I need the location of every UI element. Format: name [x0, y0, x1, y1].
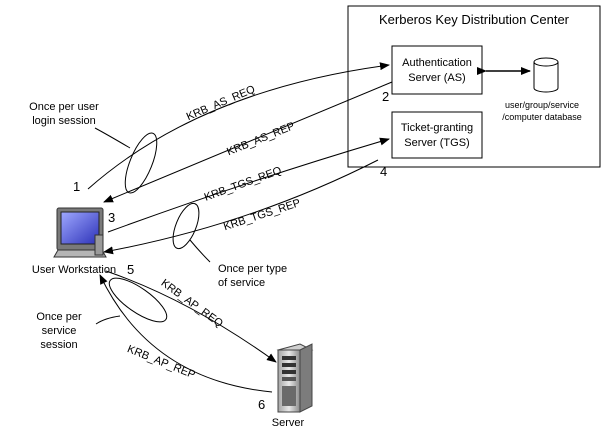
- msg-tgs-req: KRB_TGS_REQ: [203, 164, 284, 203]
- database-label-line2: /computer database: [502, 112, 582, 122]
- database-label-line1: user/group/service: [505, 100, 579, 110]
- tgs-box: [391, 111, 483, 159]
- service-session-note-pointer: [95, 315, 121, 325]
- as-box: [391, 45, 483, 95]
- service-type-loop: [172, 202, 200, 250]
- server-icon: [276, 343, 314, 413]
- server-label: Server: [272, 417, 305, 429]
- msg-ap-req: KRB_AP_REQ: [159, 277, 226, 330]
- as-rep-arrow: [103, 81, 393, 203]
- msg-tgs-rep: KRB_TGS_REP: [222, 197, 302, 233]
- note-service-session-line1: Once per: [36, 311, 82, 323]
- ap-rep-arrow: [99, 274, 273, 393]
- workstation-icon: [53, 207, 107, 258]
- note-login-line2: login session: [32, 115, 96, 127]
- step-5: 5: [127, 262, 134, 277]
- tgs-label-line2: Server (TGS): [404, 137, 469, 149]
- service-type-note-pointer: [189, 239, 211, 263]
- note-login-line1: Once per user: [29, 101, 99, 113]
- step-4: 4: [380, 164, 387, 179]
- tgs-label-line1: Ticket-granting: [401, 122, 473, 134]
- login-session-loop: [124, 132, 158, 194]
- as-req-arrow: [87, 62, 390, 190]
- tgs-rep-arrow: [103, 159, 379, 255]
- login-note-pointer: [94, 127, 131, 149]
- database-icon: [533, 57, 559, 93]
- step-1: 1: [73, 179, 80, 194]
- step-3: 3: [108, 210, 115, 225]
- as-label-line1: Authentication: [402, 57, 472, 69]
- step-6: 6: [258, 397, 265, 412]
- note-service-session-line3: session: [40, 339, 77, 351]
- kdc-title: Kerberos Key Distribution Center: [379, 12, 570, 27]
- workstation-label: User Workstation: [32, 264, 116, 276]
- msg-ap-rep: KRB_AP_REP: [125, 343, 196, 381]
- msg-as-rep: KRB_AS_REP: [225, 120, 296, 158]
- note-service-type-line1: Once per type: [218, 263, 287, 275]
- as-label-line2: Server (AS): [408, 72, 465, 84]
- note-service-type-line2: of service: [218, 277, 265, 289]
- note-service-session-line2: service: [42, 325, 77, 337]
- tgs-req-arrow: [107, 137, 390, 233]
- step-2: 2: [382, 89, 389, 104]
- ap-req-arrow: [105, 270, 277, 363]
- msg-as-req: KRB_AS_REQ: [185, 83, 258, 123]
- kdc-group: Kerberos Key Distribution Center Authent…: [347, 5, 601, 168]
- service-session-loop: [108, 277, 168, 323]
